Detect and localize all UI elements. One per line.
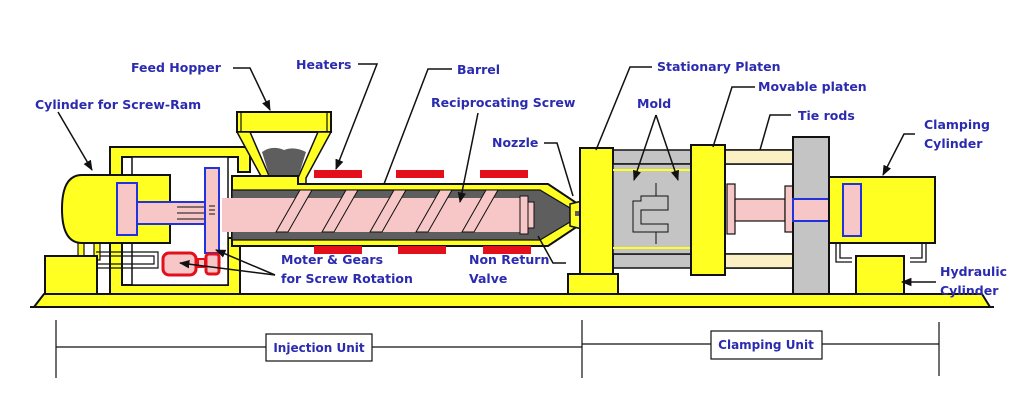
non-return-valve	[519, 195, 529, 235]
label-non-return-valve-2: Valve	[469, 271, 507, 286]
label-hydraulic-cylinder-2: Cylinder	[940, 283, 999, 298]
screw-flights	[275, 189, 499, 233]
mold	[612, 163, 693, 255]
label-mold: Mold	[637, 96, 671, 111]
label-heaters: Heaters	[296, 57, 351, 72]
clamp-hydraulic-cylinder	[855, 255, 905, 295]
label-stationary-platen: Stationary Platen	[657, 59, 781, 74]
clamping-cylinder	[828, 176, 936, 263]
clamping-unit-box: Clamping Unit	[710, 330, 823, 360]
label-clamping-unit: Clamping Unit	[718, 338, 814, 352]
label-feed-hopper: Feed Hopper	[131, 60, 222, 75]
label-movable-platen: Movable platen	[758, 79, 867, 94]
heaters	[314, 170, 531, 254]
label-clamping-cylinder-1: Clamping	[924, 117, 990, 132]
label-nozzle: Nozzle	[492, 135, 538, 150]
cylinder-for-screw-ram	[60, 174, 208, 244]
injection-unit-box: Injection Unit	[265, 333, 373, 362]
label-tie-rods: Tie rods	[798, 108, 855, 123]
label-clamping-cylinder-2: Cylinder	[924, 136, 983, 151]
label-cylinder-for-screw-ram: Cylinder for Screw-Ram	[35, 97, 201, 112]
unit-dimension-lines	[55, 320, 940, 378]
label-motor-gears-1: Moter & Gears	[281, 252, 383, 267]
label-non-return-valve-1: Non Return	[469, 252, 549, 267]
label-hydraulic-cylinder-1: Hydraulic	[940, 264, 1007, 279]
injection-hydraulic-box	[44, 255, 98, 295]
label-barrel: Barrel	[457, 62, 500, 77]
machine-base	[30, 293, 994, 308]
gear-shaft	[204, 167, 220, 254]
label-motor-gears-2: for Screw Rotation	[281, 271, 413, 286]
leader-lines	[57, 63, 936, 287]
label-reciprocating-screw: Reciprocating Screw	[431, 95, 576, 110]
label-injection-unit: Injection Unit	[273, 341, 365, 355]
movable-platen	[690, 144, 726, 276]
